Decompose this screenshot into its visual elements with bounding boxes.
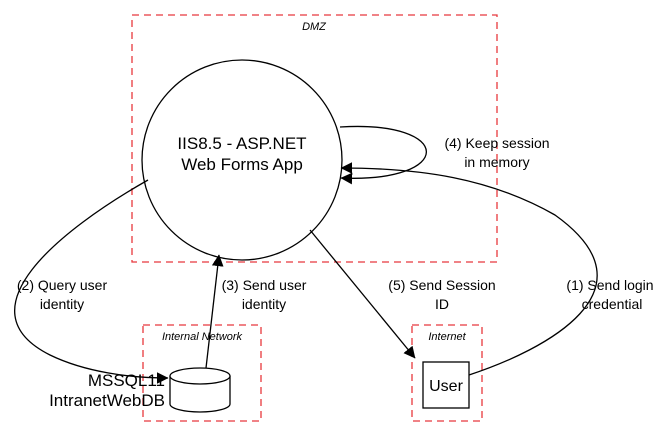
edge-query-user-label-line2: identity — [40, 296, 84, 312]
internal-network-zone-label: Internal Network — [162, 331, 243, 343]
edge-keep-session-label-line1: (4) Keep session — [444, 135, 549, 151]
edge-keep-session-label-line2: in memory — [464, 154, 529, 170]
user-node — [422, 361, 470, 409]
user-label: User — [429, 378, 463, 395]
edge-send-session — [309, 229, 416, 359]
edge-send-user-label-line1: (3) Send user — [222, 277, 307, 293]
webapp-node — [141, 59, 343, 261]
database-node — [169, 367, 231, 413]
edge-query-user-label-line1: (2) Query user — [17, 277, 108, 293]
internet-zone-label: Internet — [428, 331, 466, 343]
edge-send-user-label-line2: identity — [242, 296, 286, 312]
edge-send-session-label-line1: (5) Send Session — [388, 277, 495, 293]
edge-keep-session — [339, 125, 428, 185]
edge-send-user — [205, 254, 224, 369]
edge-send-session-label-line2: ID — [435, 296, 449, 312]
dmz-zone-label: DMZ — [302, 21, 327, 33]
edge-send-login — [340, 162, 598, 376]
webapp-label-line2: Web Forms App — [181, 155, 303, 174]
edge-send-login-label-line1: (1) Send login — [566, 277, 653, 293]
dmz-zone — [131, 14, 498, 263]
edge-query-user — [14, 179, 169, 384]
webapp-label-line1: IIS8.5 - ASP.NET — [177, 134, 306, 153]
edge-send-login-label-line2: credential — [582, 296, 643, 312]
database-label-line2: IntranetWebDB — [49, 391, 165, 410]
database-label-line1: MSSQL11 — [88, 371, 165, 390]
